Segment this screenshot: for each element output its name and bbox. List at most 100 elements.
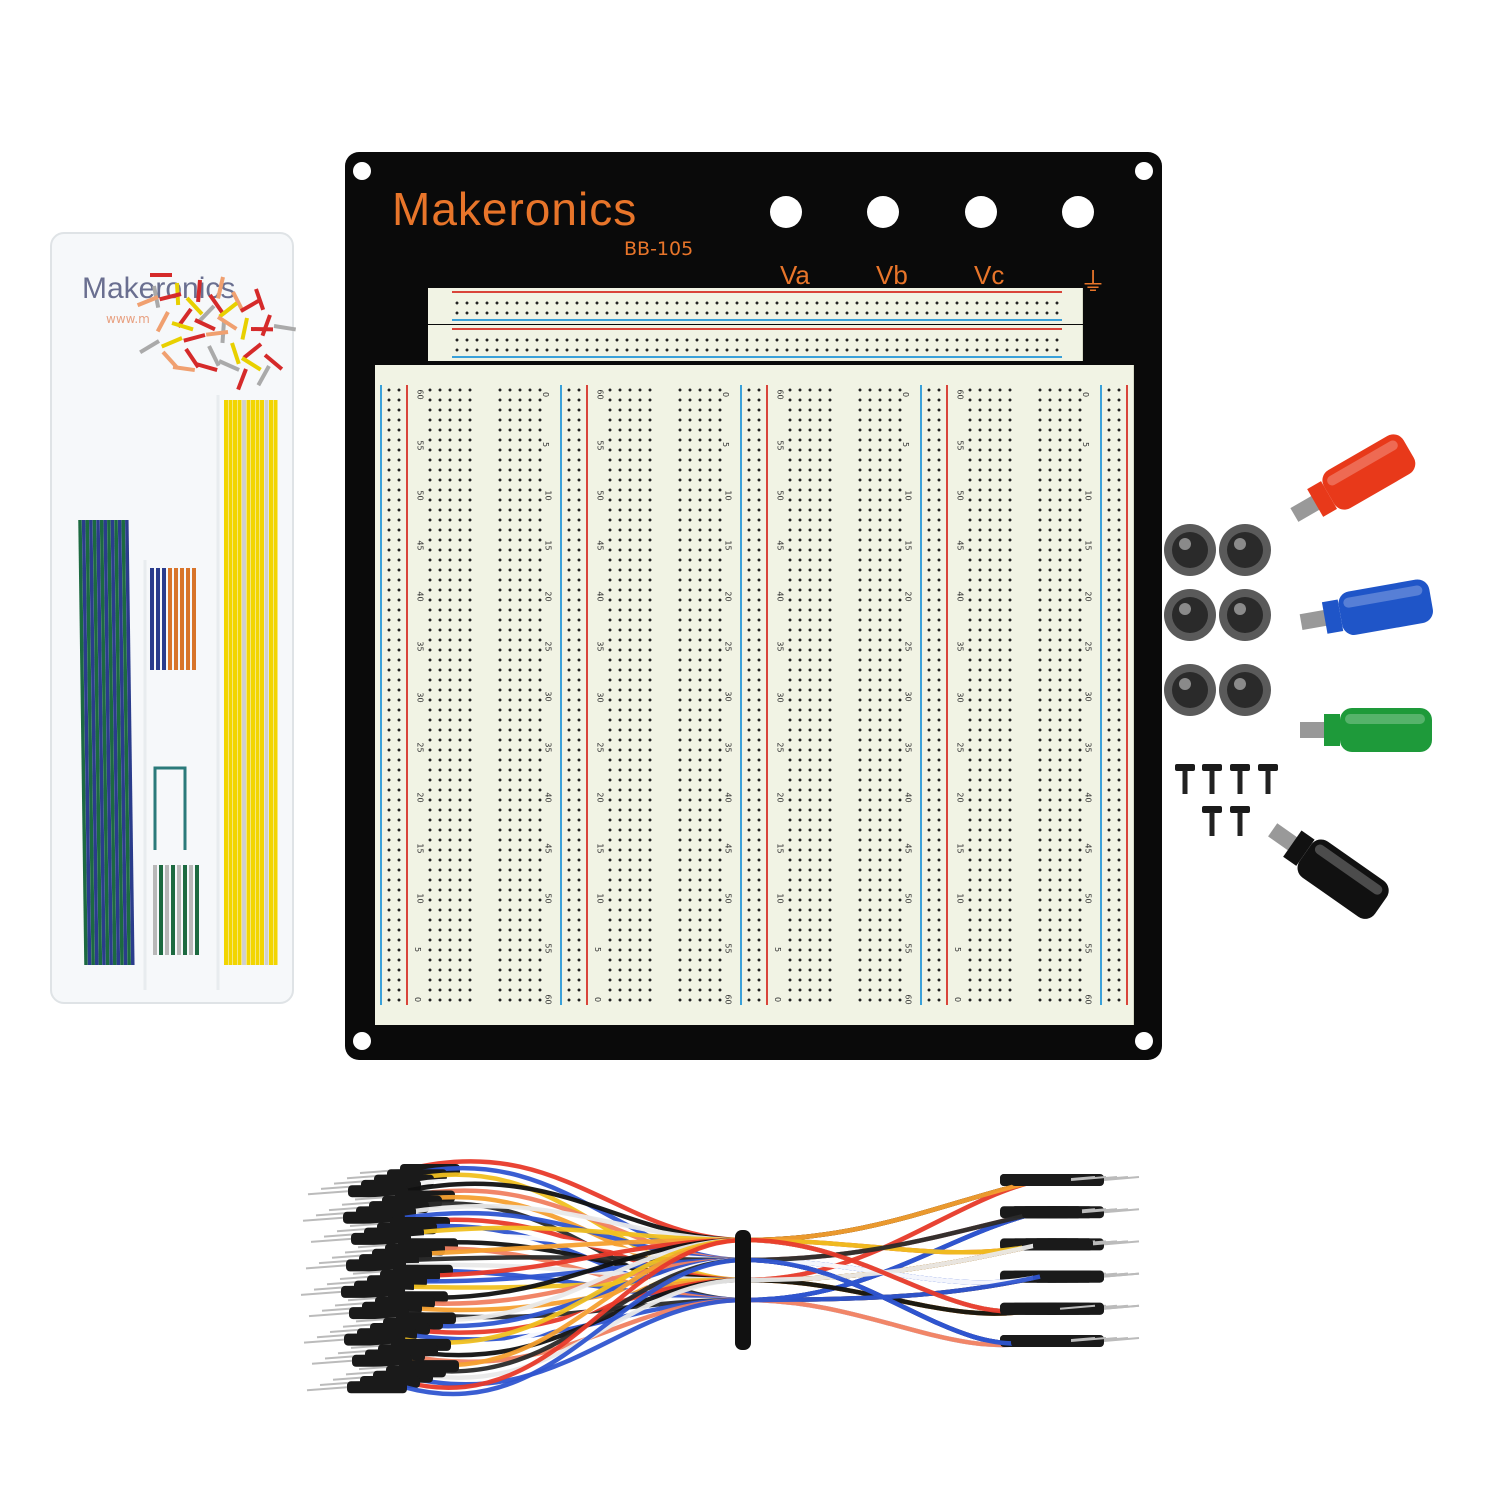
short-jumper-wire bbox=[242, 342, 263, 360]
short-jumper-wire bbox=[194, 318, 216, 332]
dupont-connector bbox=[346, 1259, 406, 1272]
rubber-foot-center bbox=[1227, 672, 1263, 708]
binding-post-thread bbox=[1290, 495, 1321, 522]
dupont-connector bbox=[348, 1185, 408, 1198]
binding-post-hole bbox=[965, 196, 997, 228]
rubber-foot-highlight bbox=[1179, 603, 1191, 615]
dupont-pin bbox=[1092, 1240, 1129, 1246]
box-wire bbox=[99, 519, 110, 966]
short-jumper-wire bbox=[239, 298, 261, 313]
screw-shaft bbox=[1265, 770, 1271, 794]
binding-post-hole bbox=[1062, 196, 1094, 228]
binding-post bbox=[1290, 434, 1416, 522]
short-jumper-wire bbox=[171, 321, 194, 332]
short-jumper-wire bbox=[159, 292, 182, 302]
binding-post-nut bbox=[1283, 830, 1315, 866]
dupont-pin bbox=[300, 1290, 342, 1296]
box-wire bbox=[78, 519, 88, 966]
short-jumper-wire bbox=[160, 336, 183, 349]
rail-holes bbox=[924, 385, 944, 1005]
screws bbox=[1175, 764, 1278, 836]
rail-holes bbox=[452, 335, 1062, 355]
short-jumper-wire bbox=[155, 311, 170, 333]
box-wire bbox=[153, 766, 187, 850]
rail-blue-line bbox=[452, 319, 1062, 321]
dupont-pin bbox=[1081, 1208, 1118, 1214]
terminal-holes bbox=[855, 385, 905, 1005]
dupont-pin bbox=[310, 1237, 352, 1243]
rubber-foot-highlight bbox=[1179, 678, 1191, 690]
dupont-pin bbox=[302, 1216, 344, 1222]
box-wire bbox=[92, 519, 103, 966]
rubber-foot-center bbox=[1172, 597, 1208, 633]
dupont-pin bbox=[308, 1312, 350, 1318]
short-jumper-wire bbox=[184, 347, 200, 369]
dupont-connector bbox=[1000, 1302, 1060, 1315]
terminal-holes bbox=[495, 385, 545, 1005]
screw-head bbox=[1202, 806, 1222, 813]
box-wire bbox=[89, 519, 99, 966]
dupont-connector bbox=[341, 1285, 401, 1298]
screw-head bbox=[1230, 764, 1250, 771]
binding-post-thread bbox=[1300, 722, 1326, 738]
box-wire bbox=[114, 519, 124, 966]
rubber-feet bbox=[1164, 524, 1271, 716]
short-jumper-wire bbox=[263, 353, 284, 371]
dupont-connector bbox=[1022, 1206, 1082, 1219]
short-jumper-wire bbox=[195, 362, 218, 372]
dupont-pin bbox=[1103, 1208, 1140, 1214]
screw-head bbox=[1202, 764, 1222, 771]
screw-head bbox=[1258, 764, 1278, 771]
rubber-foot-highlight bbox=[1179, 538, 1191, 550]
box-wire bbox=[103, 519, 113, 966]
screw-head bbox=[1230, 806, 1250, 813]
short-jumper-wire bbox=[240, 317, 249, 340]
short-jumper-wire bbox=[196, 279, 202, 303]
box-wire bbox=[85, 519, 95, 966]
dupont-pin bbox=[305, 1264, 347, 1270]
short-jumper-wire bbox=[218, 301, 239, 319]
dupont-pin bbox=[311, 1359, 353, 1365]
rail-red-line bbox=[452, 328, 1062, 330]
short-jumper-wire bbox=[183, 333, 206, 343]
screw-shaft bbox=[1237, 770, 1243, 794]
rail-blue-line bbox=[452, 356, 1062, 358]
short-jumper-wire bbox=[161, 350, 180, 370]
binding-post-cap bbox=[1340, 708, 1432, 752]
dupont-pin bbox=[1059, 1304, 1096, 1310]
terminal-label-vb: Vb bbox=[876, 260, 908, 290]
rail-red-line bbox=[1126, 385, 1128, 1005]
short-jumper-wire bbox=[197, 304, 216, 324]
binding-post-highlight bbox=[1327, 440, 1398, 486]
terminal-label-va: Va bbox=[780, 260, 810, 290]
dupont-connector bbox=[1011, 1335, 1071, 1347]
short-jumper-wire bbox=[256, 365, 271, 387]
mounting-hole bbox=[1135, 1032, 1153, 1050]
short-jumper-wire bbox=[260, 314, 272, 337]
rail-blue-line bbox=[560, 385, 562, 1005]
box-url-label: www.m bbox=[106, 312, 150, 326]
binding-post-highlight bbox=[1343, 585, 1423, 608]
binding-post-highlight bbox=[1345, 714, 1425, 724]
short-jumper-wire bbox=[273, 324, 297, 332]
terminal-holes bbox=[605, 385, 655, 1005]
binding-post-hole bbox=[867, 196, 899, 228]
dupont-connector bbox=[1033, 1238, 1093, 1251]
dupont-connector bbox=[347, 1381, 407, 1394]
binding-post-nut bbox=[1324, 714, 1340, 746]
terminal-holes bbox=[425, 385, 475, 1005]
terminal-holes bbox=[965, 385, 1015, 1005]
dupont-connector bbox=[349, 1307, 409, 1320]
binding-post-cap bbox=[1338, 579, 1433, 635]
short-jumper-wire bbox=[236, 368, 248, 391]
box-wire bbox=[125, 519, 135, 966]
rail-red-line bbox=[766, 385, 768, 1005]
binding-post-nut bbox=[1321, 599, 1344, 634]
box-wire bbox=[107, 519, 117, 966]
short-jumper-wire bbox=[230, 342, 241, 365]
binding-post bbox=[1299, 579, 1433, 635]
rubber-foot-highlight bbox=[1234, 538, 1246, 550]
rail-red-line bbox=[946, 385, 948, 1005]
cable-tie bbox=[735, 1230, 751, 1350]
